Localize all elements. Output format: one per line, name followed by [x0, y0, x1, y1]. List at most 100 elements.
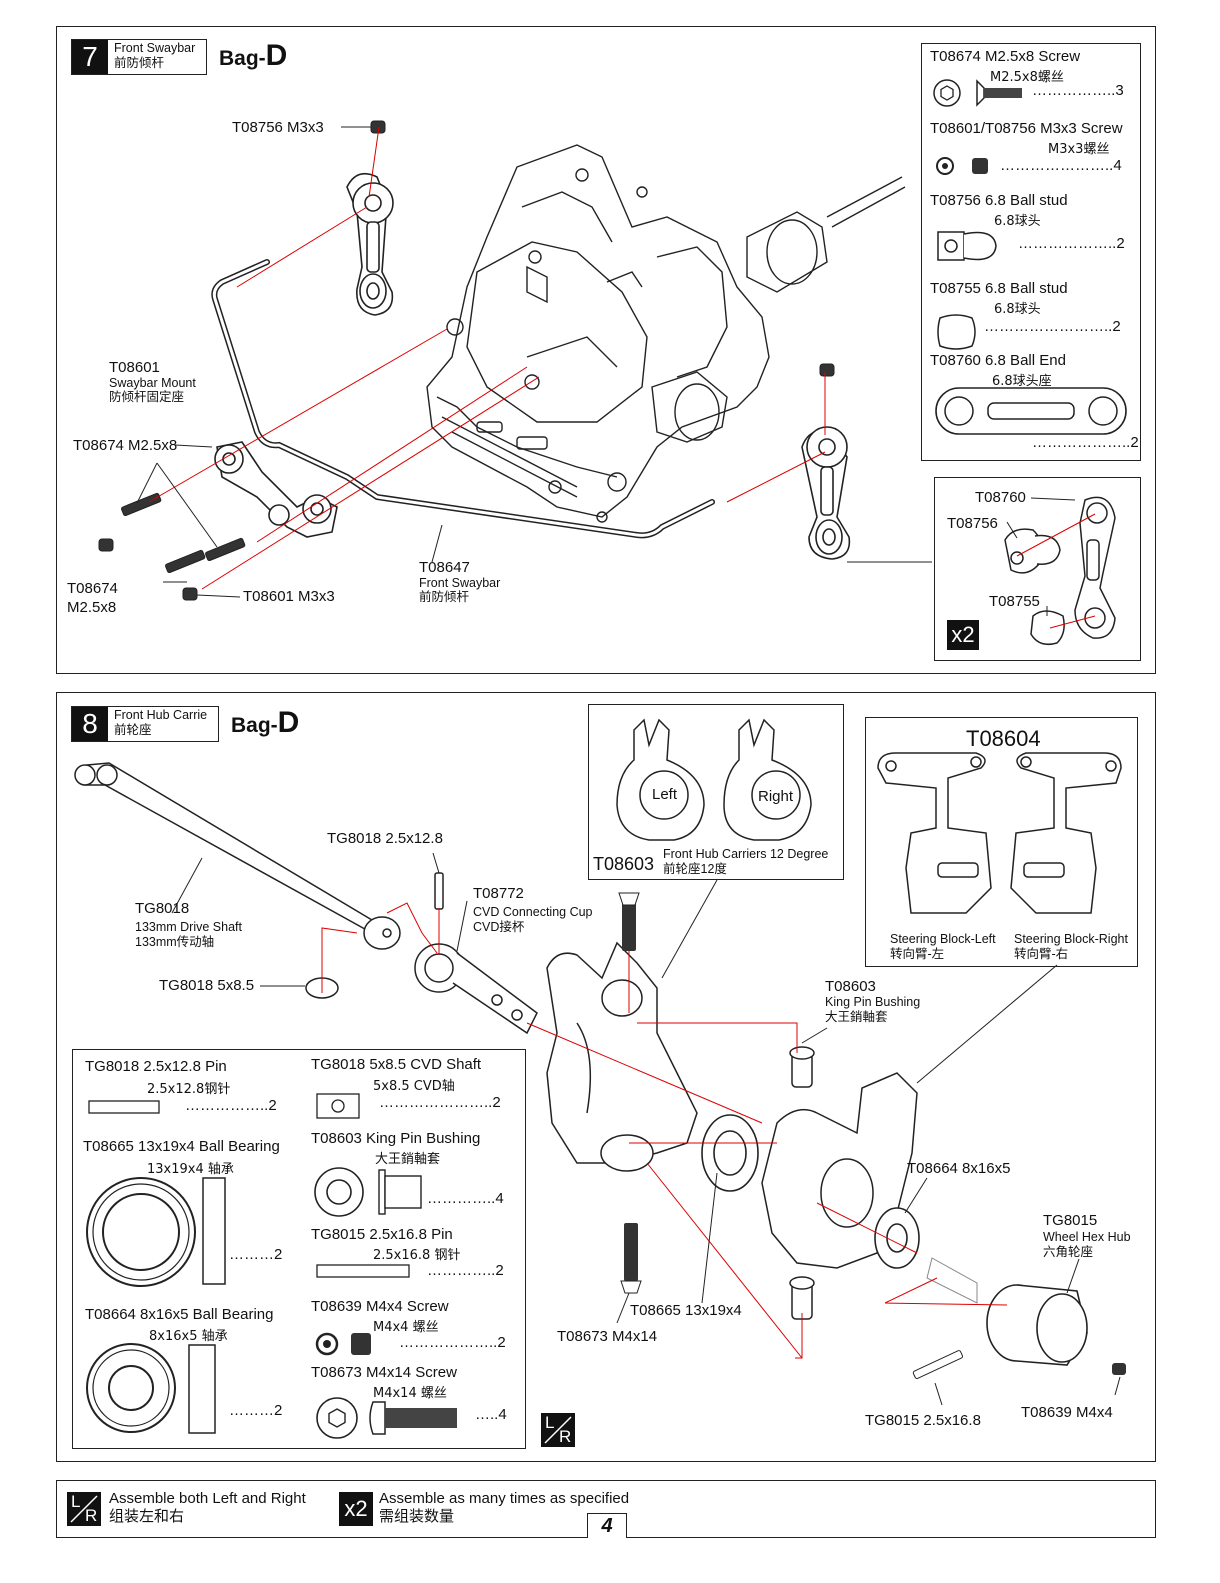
ball-stud-t08756-icon [937, 231, 997, 261]
callout-t08647: T08647 [419, 559, 470, 576]
callout-t08601-cn: 防倾杆固定座 [109, 390, 185, 404]
ball-end-t08760-icon [935, 387, 1127, 435]
part-qty: ……………..3 [1032, 82, 1124, 99]
callout-t08603-en: King Pin Bushing [825, 995, 921, 1009]
cvd-shaft-5x8.5-icon [316, 1093, 360, 1119]
steer-left-en: Steering Block-Left [890, 932, 996, 946]
steer-box-code: T08604 [966, 726, 1041, 751]
ball-end-left [346, 172, 394, 316]
legend-x2-cn: 需组装数量 [379, 1508, 455, 1525]
steering-block-illustration [877, 752, 1122, 914]
part-code: T08760 6.8 Ball End [930, 352, 1066, 369]
steer-right-en: Steering Block-Right [1014, 932, 1128, 946]
part-qty: …………………..2 [379, 1094, 501, 1111]
callout-t08647-cn: 前防倾杆 [419, 590, 470, 604]
callout-tg8015-pin: TG8015 2.5x16.8 [865, 1412, 981, 1429]
m4x4-screw-icon [315, 1332, 371, 1356]
part-code: TG8018 2.5x12.8 Pin [85, 1058, 227, 1075]
callout-tg8015-cn: 六角轮座 [1043, 1245, 1094, 1259]
part-cn: 大王銷軸套 [375, 1152, 441, 1167]
part-qty: …………………..4 [1000, 157, 1122, 174]
part-cn: M2.5x8螺丝 [990, 70, 1064, 85]
callout-t08674-a: T08674 M2.5x8 [73, 437, 178, 454]
gearbox-illustration [98, 120, 932, 601]
hub-left-label: Left [652, 786, 678, 803]
hub-box-cn: 前轮座12度 [663, 862, 727, 876]
x2-badge: x2 [947, 620, 979, 650]
callout-tg8018-pin: TG8018 2.5x12.8 [327, 830, 443, 847]
step8-header: 8 Front Hub Carrie 前轮座 [71, 706, 219, 742]
part-cn: 8x16x5 轴承 [149, 1329, 228, 1344]
callout-tg8018-cn: 133mm传动轴 [135, 935, 215, 949]
part-code: T08664 8x16x5 Ball Bearing [85, 1306, 274, 1323]
part-cn: M4x14 螺丝 [373, 1386, 447, 1401]
subassy-t08760: T08760 [975, 489, 1026, 506]
legend-x2-en: Assemble as many times as specified [379, 1490, 630, 1507]
part-cn: 13x19x4 轴承 [147, 1162, 234, 1177]
pin-2.5x12.8-icon [88, 1100, 160, 1114]
hub-assembly-illustration [74, 762, 1126, 1406]
part-code: T08674 M2.5x8 Screw [930, 48, 1081, 65]
part-qty: …………..2 [427, 1262, 504, 1279]
callout-t08601-en: Swaybar Mount [109, 376, 196, 390]
m2.5x8-screw-icon [933, 79, 1022, 107]
part-qty: …..4 [475, 1406, 507, 1423]
part-qty: ……………………..2 [984, 318, 1121, 335]
callout-t08601: T08601 [109, 359, 160, 376]
part-cn: 2.5x12.8钢针 [147, 1082, 231, 1097]
king-pin-bushing-icon [314, 1167, 422, 1217]
bearing-8x16x5-icon [86, 1343, 216, 1434]
callout-t08664: T08664 8x16x5 [907, 1160, 1011, 1177]
lr-legend-icon: L R [67, 1492, 101, 1526]
m3x3-screw-icon [936, 157, 988, 175]
lr-badge: L R [541, 1413, 575, 1447]
part-code: T08756 6.8 Ball stud [930, 192, 1068, 209]
part-qty: ………………..2 [1018, 235, 1125, 252]
bearing-13x19x4-icon [86, 1177, 226, 1287]
callout-t08674-b2: M2.5x8 [67, 599, 117, 616]
callout-t08647-en: Front Swaybar [419, 576, 501, 590]
callout-t08756-m3x3: T08756 M3x3 [232, 119, 324, 136]
callout-t08673: T08673 M4x14 [557, 1328, 658, 1345]
callout-t08639: T08639 M4x4 [1021, 1404, 1113, 1421]
hub-carrier-illustration [616, 718, 812, 841]
swaybar-mount [214, 441, 338, 538]
step-title-en: Front Swaybar [114, 41, 196, 55]
subassy-t08755: T08755 [989, 593, 1040, 610]
callout-tg8018-shaft: TG8018 5x8.5 [159, 977, 255, 994]
callout-tg8018: TG8018 [135, 900, 190, 917]
ball-end-right [801, 426, 851, 560]
legend-lr-cn: 组装左和右 [109, 1508, 185, 1525]
step-number: 8 [72, 707, 108, 741]
step-title-cn: 前轮座 [114, 723, 152, 737]
part-cn: 2.5x16.8 钢针 [373, 1248, 461, 1263]
bag-label: Bag-D [219, 39, 288, 72]
part-qty: …………..4 [427, 1190, 504, 1207]
callout-tg8015: TG8015 [1043, 1212, 1098, 1229]
subassembly-box-x2: T08760 T08756 T08755 x2 [934, 477, 1141, 661]
callout-t08603-cn: 大王銷軸套 [825, 1010, 888, 1024]
callout-t08772: T08772 [473, 885, 524, 902]
step-number: 7 [72, 40, 108, 74]
part-code: T08603 King Pin Bushing [311, 1130, 481, 1147]
step7-panel: 7 Front Swaybar 前防倾杆 Bag-D [56, 26, 1156, 674]
callout-t08601-m3x3: T08601 M3x3 [243, 588, 335, 605]
legend-lr-en: Assemble both Left and Right [109, 1490, 306, 1507]
part-cn: 5x8.5 CVD轴 [373, 1079, 455, 1094]
ball-end-subassembly-icon [1004, 496, 1116, 646]
part-code: T08601/T08756 M3x3 Screw [930, 120, 1123, 137]
part-code: T08755 6.8 Ball stud [930, 280, 1068, 297]
parts-list-step8: TG8018 2.5x12.8 Pin 2.5x12.8钢针 ……………..2 … [72, 1049, 526, 1449]
callout-t08772-cn: CVD接杯 [473, 920, 525, 934]
step-title-cn: 前防倾杆 [114, 56, 165, 70]
part-cn: 6.8球头座 [992, 374, 1052, 389]
part-qty: ………………..2 [1032, 434, 1139, 451]
steer-right-cn: 转向臂-右 [1014, 947, 1069, 961]
part-cn: 6.8球头 [994, 214, 1041, 229]
part-code: T08639 M4x4 Screw [311, 1298, 449, 1315]
step8-panel: 8 Front Hub Carrie 前轮座 Bag-D Left Right … [56, 692, 1156, 1462]
part-cn: M4x4 螺丝 [373, 1320, 439, 1335]
steering-block-box: T08604 Steering Block-Left 转向臂-左 Steerin… [865, 717, 1138, 967]
hub-box-en: Front Hub Carriers 12 Degree [663, 847, 829, 861]
callout-t08665: T08665 13x19x4 [630, 1302, 742, 1319]
